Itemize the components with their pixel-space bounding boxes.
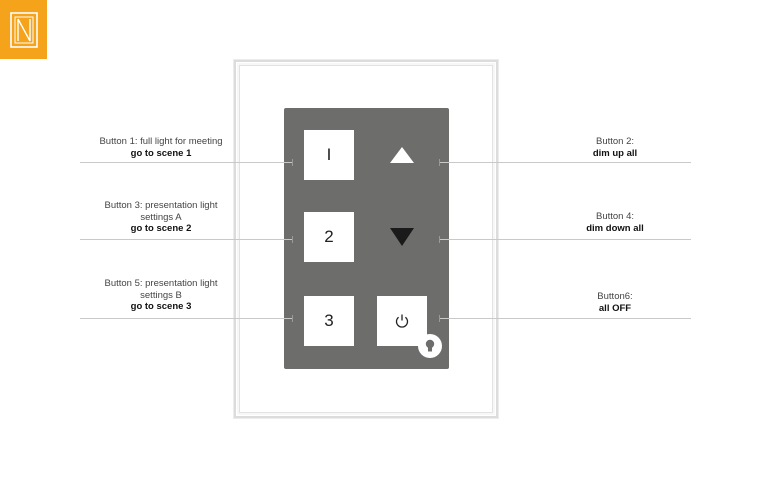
leader-tick <box>292 315 293 322</box>
leader-line-button-1 <box>80 159 293 166</box>
annotation-button-5-title: Button 5: presentation light <box>104 278 218 289</box>
leader-line-button-4 <box>439 236 691 243</box>
power-icon <box>395 314 409 328</box>
annotation-button-3-subtitle: settings A <box>140 211 182 223</box>
annotation-button-3-action: go to scene 2 <box>130 223 192 234</box>
annotation-button-1: Button 1: full light for meeting go to s… <box>70 136 252 159</box>
annotation-button-4-title: Button 4: <box>595 211 635 222</box>
triangle-up-icon <box>390 147 414 163</box>
annotation-button-3: Button 3: presentation light settings A … <box>70 200 252 235</box>
leader-line-button-2 <box>439 159 691 166</box>
leader-line-button-3 <box>80 236 293 243</box>
annotation-button-6-title: Button6: <box>597 291 633 302</box>
button-3-scene-2[interactable]: 2 <box>304 212 354 262</box>
button-6-all-off[interactable] <box>377 296 427 346</box>
annotation-button-5: Button 5: presentation light settings B … <box>70 278 252 313</box>
button-3-label: 2 <box>324 227 334 246</box>
button-5-label: 3 <box>324 311 334 330</box>
brand-logo-icon <box>9 11 38 48</box>
leader-tick <box>439 315 440 322</box>
button-5-scene-3[interactable]: 3 <box>304 296 354 346</box>
annotation-button-2: Button 2: dim up all <box>550 136 680 159</box>
annotation-button-6-action: all OFF <box>598 302 632 314</box>
triangle-down-icon <box>390 228 414 246</box>
annotation-button-2-action: dim up all <box>592 147 638 159</box>
leader-tick <box>292 236 293 243</box>
indicator-light <box>418 334 442 358</box>
leader-line-button-5 <box>80 315 293 322</box>
button-4-dim-down[interactable] <box>377 212 427 262</box>
annotation-button-4: Button 4: dim down all <box>550 211 680 234</box>
annotation-button-2-title: Button 2: <box>595 136 635 147</box>
button-1-label: I <box>326 145 332 164</box>
annotation-button-3-title: Button 3: presentation light <box>104 200 218 211</box>
leader-tick <box>439 159 440 166</box>
annotation-button-1-action: go to scene 1 <box>130 147 192 159</box>
annotation-button-5-action: go to scene 3 <box>130 301 192 312</box>
leader-tick <box>439 236 440 243</box>
brand-logo <box>0 0 47 59</box>
leader-line-button-6 <box>439 315 691 322</box>
leader-tick <box>292 159 293 166</box>
button-1-scene-1[interactable]: I <box>304 130 354 180</box>
annotation-button-1-title: Button 1: full light for meeting <box>99 136 223 147</box>
button-2-dim-up[interactable] <box>377 130 427 180</box>
annotation-button-6: Button6: all OFF <box>550 291 680 314</box>
annotation-button-4-action: dim down all <box>586 222 644 234</box>
annotation-button-5-subtitle: settings B <box>140 289 182 301</box>
bulb-icon <box>425 339 435 352</box>
